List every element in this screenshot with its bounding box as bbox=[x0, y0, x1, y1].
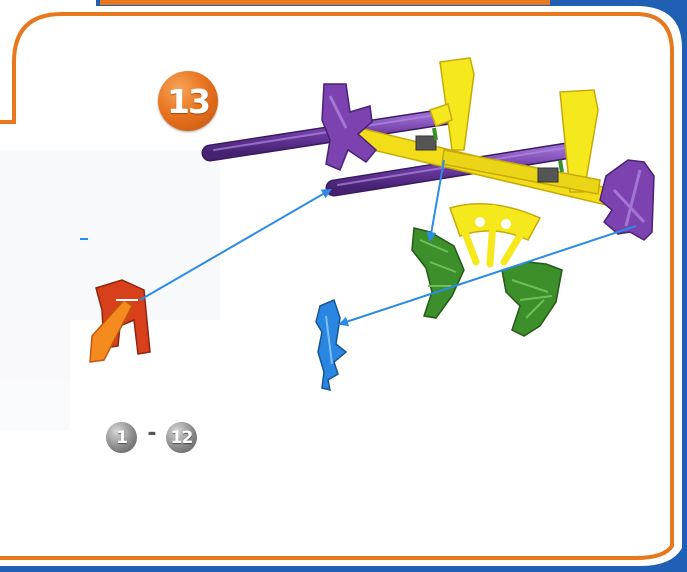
previous-steps-end: 12 bbox=[171, 428, 193, 448]
blue-connector-icon bbox=[316, 300, 346, 390]
previous-steps-end-badge: 12 bbox=[166, 422, 197, 453]
previous-steps-separator: - bbox=[142, 421, 162, 446]
yellow-connector-icon bbox=[450, 204, 540, 264]
previous-steps-start: 1 bbox=[116, 428, 127, 448]
previous-steps-start-badge: 1 bbox=[106, 422, 137, 453]
red-connector-icon bbox=[90, 280, 150, 362]
green-connector-icon bbox=[412, 228, 464, 318]
yellow-connector-icon bbox=[356, 58, 640, 212]
step-number: 13 bbox=[167, 82, 209, 121]
assembly-arrow-icon bbox=[340, 226, 636, 324]
step-number-badge: 13 bbox=[158, 71, 218, 131]
green-connector-icon bbox=[502, 262, 562, 336]
